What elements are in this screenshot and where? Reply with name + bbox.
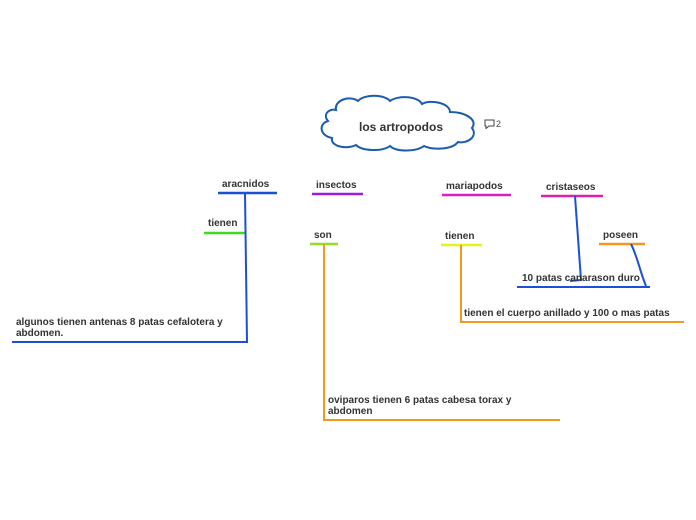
insectos-connector-line	[323, 244, 560, 421]
connector-tienen-aracnidos[interactable]: tienen	[208, 218, 238, 229]
aracnidos-connector-line	[12, 192, 249, 343]
poseen-connector-line	[630, 243, 647, 287]
connector-tienen-mariapodos[interactable]: tienen	[445, 231, 475, 242]
comment-count: 2	[496, 119, 502, 129]
topic-cristaseos[interactable]: cristaseos	[546, 182, 596, 193]
detail-mariapodos[interactable]: tienen el cuerpo anillado y 100 o mas pa…	[464, 308, 670, 319]
root-cloud-shape[interactable]	[320, 94, 475, 152]
mariapodos-connector-line	[460, 245, 684, 323]
connector-poseen[interactable]: poseen	[603, 230, 639, 241]
detail-cristaseos[interactable]: 10 patas canarason duro	[522, 273, 640, 284]
topic-insectos[interactable]: insectos	[316, 180, 357, 191]
detail-insectos[interactable]: oviparos tienen 6 patas cabesa torax y a…	[328, 395, 512, 417]
comment-icon	[484, 119, 495, 129]
detail-aracnidos[interactable]: algunos tienen antenas 8 patas cefaloter…	[16, 317, 223, 339]
connector-son[interactable]: son	[314, 230, 332, 241]
topic-aracnidos[interactable]: aracnidos	[222, 179, 270, 190]
topic-mariapodos[interactable]: mariapodos	[446, 181, 503, 192]
root-topic-label[interactable]: los artropodos	[359, 120, 444, 134]
cristaseos-connector-line	[569, 195, 583, 282]
comment-indicator[interactable]: 2	[484, 119, 501, 129]
